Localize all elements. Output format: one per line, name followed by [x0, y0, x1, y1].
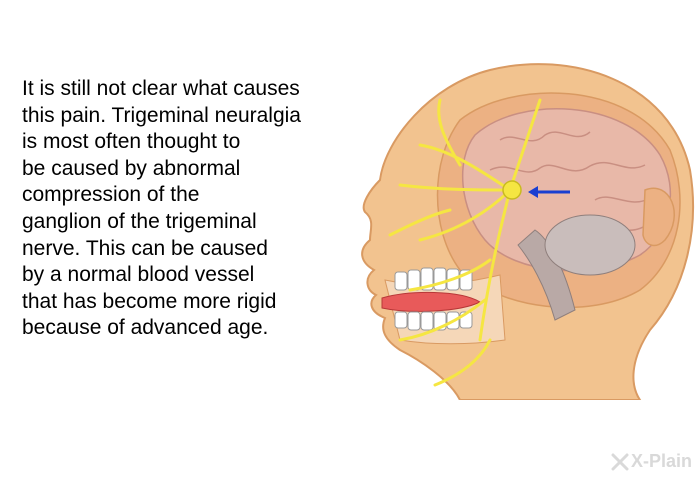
trigeminal-ganglion-shape	[502, 180, 522, 200]
text-line: be caused by abnormal	[22, 156, 241, 180]
text-line: because of advanced age.	[22, 316, 269, 340]
tongue-shape	[381, 291, 482, 312]
xplain-logo-icon	[611, 453, 629, 470]
text-line: this pain. Trigeminal neuralgia	[22, 103, 301, 127]
cerebellum-shape	[544, 214, 636, 276]
text-line: ganglion of the trigeminal	[22, 209, 257, 233]
head-anatomy-trigeminal-nerve-icon	[361, 63, 695, 400]
text-line: nerve. This can be caused	[22, 236, 268, 260]
text-line: compression of the	[22, 183, 200, 207]
body-text: It is still not clear what causes this p…	[22, 76, 382, 342]
text-line: It is still not clear what causes	[22, 77, 300, 100]
arrow-icon	[528, 186, 570, 198]
brand-logo: X-Plain	[611, 451, 692, 472]
text-line: that has become more rigid	[22, 289, 277, 313]
ear-shape	[642, 187, 675, 247]
brand-name: X-Plain	[630, 451, 692, 471]
text-line: by a normal blood vessel	[22, 263, 255, 287]
text-line: is most often thought to	[22, 130, 241, 154]
